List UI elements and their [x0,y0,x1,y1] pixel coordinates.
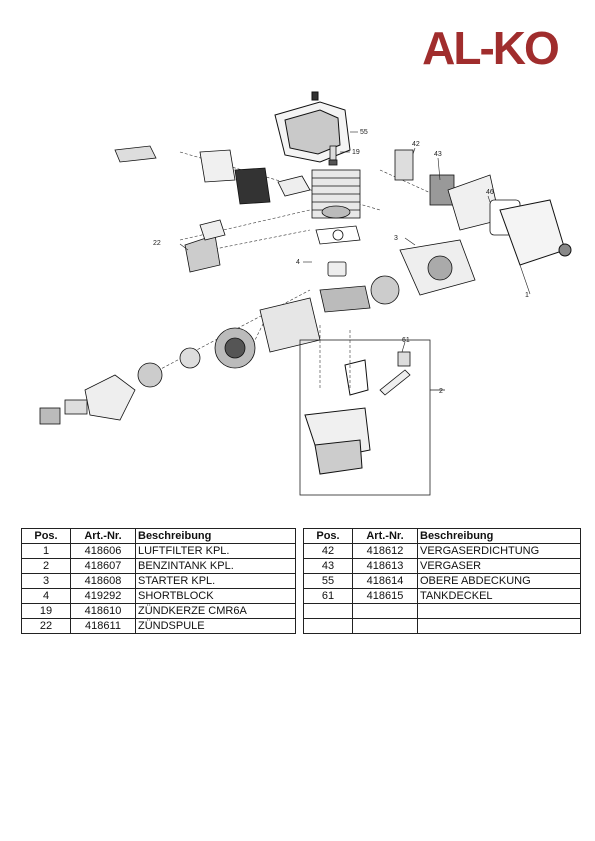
cell-description: STARTER KPL. [135,573,296,589]
cell-description: ZÜNDKERZE CMR6A [135,603,296,619]
cell-pos: 22 [21,618,71,634]
cell-art-nr: 418606 [70,543,136,559]
cell-art-nr [352,618,418,634]
cell-description: OBERE ABDECKUNG [417,573,581,589]
parts-table-left: Pos. Art.-Nr. Beschreibung 1 418606 LUFT… [21,528,296,634]
table-row: 61 418615 TANKDECKEL [303,588,581,604]
table-row: 42 418612 VERGASERDICHTUNG [303,543,581,559]
cell-pos: 1 [21,543,71,559]
cell-description: LUFTFILTER KPL. [135,543,296,559]
part-fuel-tank [304,359,371,475]
table-row: 43 418613 VERGASER [303,558,581,574]
cell-description: SHORTBLOCK [135,588,296,604]
callout-61: 61 [402,337,410,344]
parts-table-right: Pos. Art.-Nr. Beschreibung 42 418612 VER… [303,528,581,634]
cell-art-nr: 418613 [352,558,418,574]
header-pos: Pos. [21,528,71,544]
cell-art-nr: 418615 [352,588,418,604]
callout-19: 19 [352,149,360,156]
callout-22: 22 [153,240,161,247]
callout-46: 46 [486,189,494,196]
callout-55: 55 [360,129,368,136]
part-ignition-coil [184,219,226,273]
part-spark-plug [328,145,338,166]
exploded-view-diagram: 55 19 42 43 46 22 4 3 1 61 2 [39,91,572,496]
cell-pos: 4 [21,588,71,604]
cell-description: BENZINTANK KPL. [135,558,296,574]
table-row: 22 418611 ZÜNDSPULE [21,618,296,634]
part-flywheel [137,327,256,388]
cell-art-nr: 419292 [70,588,136,604]
callout-42: 42 [412,141,420,148]
table-row: 55 418614 OBERE ABDECKUNG [303,573,581,589]
part-crankcase [259,285,371,353]
cell-art-nr: 418607 [70,558,136,574]
table-header-row: Pos. Art.-Nr. Beschreibung [303,528,581,544]
alko-logo: AL-KO [422,22,560,70]
cell-pos: 43 [303,558,353,574]
callout-3: 3 [394,235,398,242]
cell-art-nr: 418610 [70,603,136,619]
cell-description [417,618,581,634]
cell-pos: 42 [303,543,353,559]
cell-art-nr: 418612 [352,543,418,559]
callout-43: 43 [434,151,442,158]
cell-art-nr: 418614 [352,573,418,589]
table-row: 19 418610 ZÜNDKERZE CMR6A [21,603,296,619]
cell-description: ZÜNDSPULE [135,618,296,634]
cell-art-nr: 418608 [70,573,136,589]
header-description: Beschreibung [417,528,581,544]
header-art-nr: Art.-Nr. [352,528,418,544]
cell-description: TANKDECKEL [417,588,581,604]
tank-frame [299,339,431,496]
table-header-row: Pos. Art.-Nr. Beschreibung [21,528,296,544]
part-filter-plate [114,145,311,205]
header-pos: Pos. [303,528,353,544]
cell-description: VERGASER [417,558,581,574]
part-air-filter-housing [499,199,572,266]
cell-pos: 55 [303,573,353,589]
cell-pos: 3 [21,573,71,589]
callout-4: 4 [296,259,300,266]
table-row: 2 418607 BENZINTANK KPL. [21,558,296,574]
logo-text: AL-KO [422,22,558,70]
part-clutch-housing [39,374,136,425]
callout-1: 1 [525,292,529,299]
part-upper-cover [274,91,351,163]
cell-description [417,603,581,619]
cell-pos [303,603,353,619]
part-piston [327,261,347,277]
cell-pos [303,618,353,634]
cell-description: VERGASERDICHTUNG [417,543,581,559]
cell-art-nr: 418611 [70,618,136,634]
leader-lines [179,131,531,353]
cell-art-nr [352,603,418,619]
cell-pos: 61 [303,588,353,604]
callout-2: 2 [439,388,443,395]
header-art-nr: Art.-Nr. [70,528,136,544]
table-row [303,603,581,619]
table-row [303,618,581,634]
part-gasket [315,225,361,245]
table-row: 3 418608 STARTER KPL. [21,573,296,589]
cell-pos: 2 [21,558,71,574]
table-row: 4 419292 SHORTBLOCK [21,588,296,604]
table-row: 1 418606 LUFTFILTER KPL. [21,543,296,559]
part-starter [370,239,476,305]
part-tank-cap [379,351,411,396]
cell-pos: 19 [21,603,71,619]
part-carburetor [394,149,521,236]
part-cylinder [311,169,361,219]
header-description: Beschreibung [135,528,296,544]
